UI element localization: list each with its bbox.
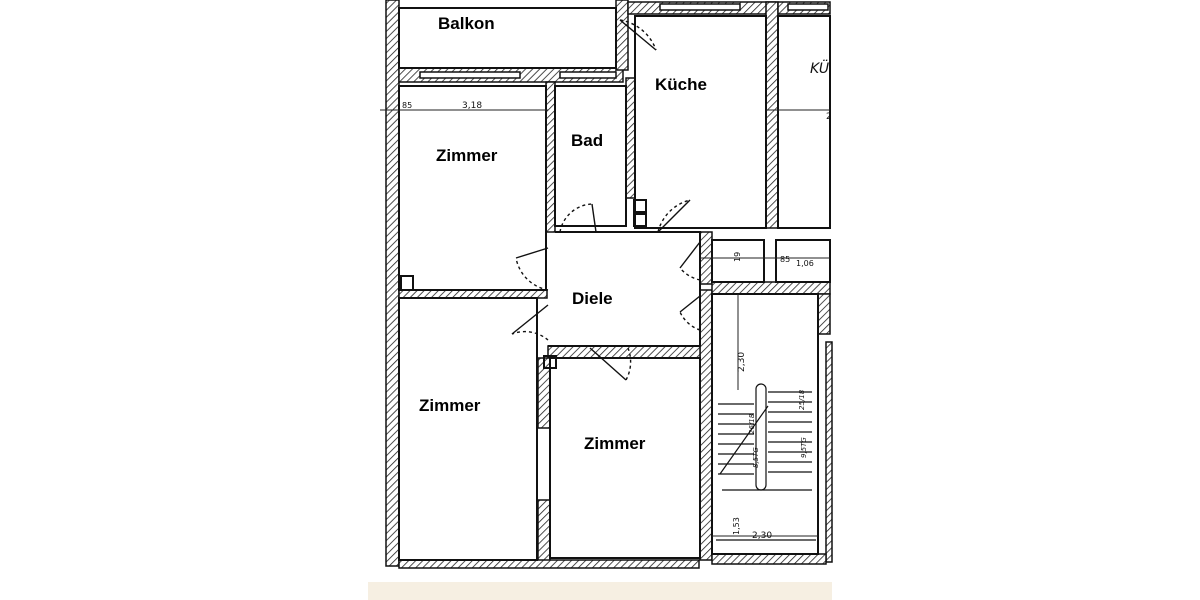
- stair-label-b: 9,5TG: [800, 437, 808, 458]
- room-label-kueche: Küche: [655, 75, 707, 94]
- dim-top-left-small: 85: [402, 101, 412, 110]
- room-label-zimmer-bottom-left: Zimmer: [419, 396, 481, 415]
- wall-outlines: [398, 7, 831, 561]
- room-label-diele: Diele: [572, 289, 613, 308]
- room-label-kueche-neighbor: KÜ: [810, 59, 829, 77]
- dim-stair-bottom-width: 2,30: [752, 531, 772, 541]
- dim-stair-bottom-left: 1,53: [732, 517, 741, 535]
- room-label-balkon: Balkon: [438, 14, 495, 33]
- dim-right-edge: 2: [826, 112, 832, 122]
- room-label-zimmer-top-left: Zimmer: [436, 146, 498, 165]
- room-label-bad: Bad: [571, 131, 603, 150]
- paper-strip: [368, 582, 832, 600]
- dim-corridor-c: 1,06: [796, 259, 814, 268]
- dim-stair-height: 2,30: [737, 352, 747, 372]
- room-label-zimmer-bottom-center: Zimmer: [584, 434, 646, 453]
- dim-top-width: 3,18: [462, 101, 482, 111]
- shafts: [400, 199, 647, 369]
- dimension-lines: [380, 109, 830, 537]
- dim-corridor-a: 19: [733, 252, 742, 262]
- door-swings: [511, 19, 701, 381]
- dim-corridor-b: 85: [780, 255, 790, 264]
- stair-label-a: 8,5TG: [752, 447, 760, 468]
- stair-label-d: 26/18: [748, 413, 756, 434]
- windows: [419, 3, 829, 79]
- stair-label-c: 25/18: [798, 389, 806, 410]
- staircase: [716, 383, 816, 541]
